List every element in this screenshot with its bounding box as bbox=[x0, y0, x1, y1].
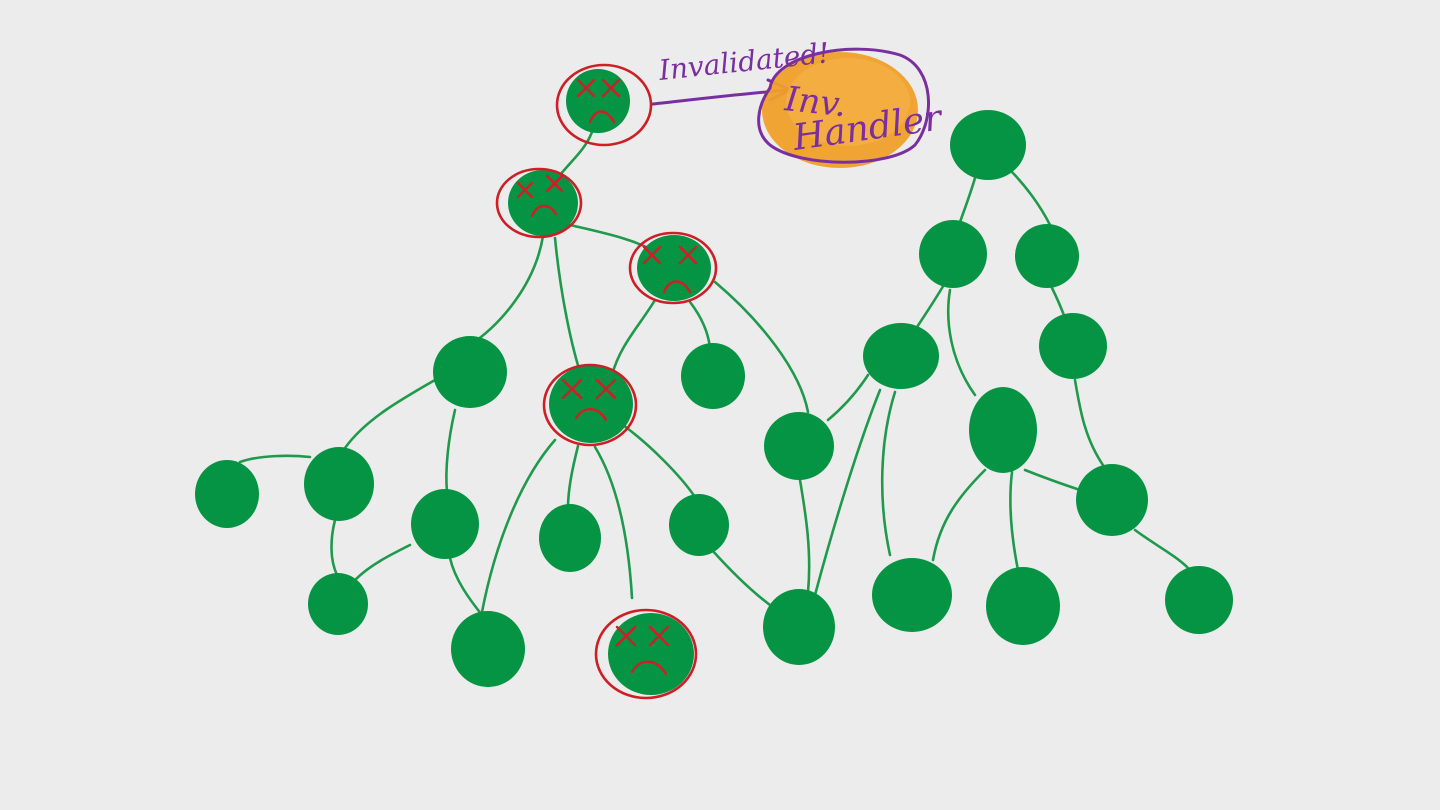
edge bbox=[343, 378, 437, 450]
tree-node bbox=[1015, 224, 1079, 288]
edge bbox=[1133, 528, 1190, 570]
tree-node bbox=[304, 447, 374, 521]
edge bbox=[1009, 470, 1020, 572]
tree-node bbox=[195, 460, 259, 528]
tree-edges-left bbox=[238, 130, 811, 617]
edge bbox=[1050, 286, 1067, 320]
edge bbox=[947, 288, 977, 397]
edge bbox=[1073, 378, 1107, 470]
edge bbox=[468, 234, 545, 347]
edge bbox=[931, 468, 987, 562]
tree-node bbox=[863, 323, 939, 389]
edge bbox=[566, 444, 580, 510]
tree-node bbox=[433, 336, 507, 408]
edge bbox=[958, 176, 977, 224]
edge bbox=[913, 281, 947, 332]
tree-node bbox=[308, 573, 368, 635]
edge bbox=[1008, 168, 1052, 227]
tree-node bbox=[1039, 313, 1107, 379]
tree-node bbox=[1165, 566, 1233, 634]
tree-node bbox=[763, 589, 835, 665]
dead-face-icon bbox=[628, 231, 718, 305]
edge bbox=[798, 478, 811, 594]
handler-label-line1: Inv. bbox=[782, 79, 848, 125]
tree-edges-right bbox=[813, 168, 1190, 597]
handler-outline bbox=[757, 47, 930, 164]
tree-node bbox=[681, 343, 745, 409]
edge bbox=[713, 280, 810, 414]
edge bbox=[1023, 468, 1082, 492]
edge bbox=[445, 408, 457, 494]
healthy-nodes bbox=[195, 110, 1233, 687]
edge bbox=[448, 556, 484, 617]
tree-node bbox=[986, 567, 1060, 645]
tree-node bbox=[969, 387, 1037, 473]
edge bbox=[688, 300, 712, 350]
invalidation-handler: Inv. Handler bbox=[757, 47, 946, 168]
edge bbox=[826, 373, 870, 422]
dead-face-icon bbox=[594, 608, 698, 700]
tree-node bbox=[451, 611, 525, 687]
edge bbox=[880, 390, 897, 557]
edge bbox=[593, 445, 634, 600]
edge bbox=[813, 388, 882, 597]
edge bbox=[353, 543, 412, 582]
tree-node bbox=[764, 412, 834, 480]
tree-node bbox=[950, 110, 1026, 180]
dead-face-icon bbox=[542, 363, 638, 447]
tree-node bbox=[411, 489, 479, 559]
dead-face-icon bbox=[555, 63, 653, 147]
edge bbox=[330, 518, 339, 577]
handler-blob-texture bbox=[786, 58, 910, 146]
edge bbox=[558, 130, 594, 177]
tree-node bbox=[919, 220, 987, 288]
edge bbox=[553, 236, 582, 374]
edge bbox=[238, 454, 312, 464]
tree-node bbox=[1076, 464, 1148, 536]
edge bbox=[621, 423, 697, 499]
dead-face-icon bbox=[495, 167, 583, 239]
tree-node bbox=[539, 504, 601, 572]
tree-node bbox=[872, 558, 952, 632]
edge bbox=[610, 298, 657, 377]
edge bbox=[480, 438, 557, 614]
edge bbox=[710, 548, 772, 607]
tree-node bbox=[669, 494, 729, 556]
